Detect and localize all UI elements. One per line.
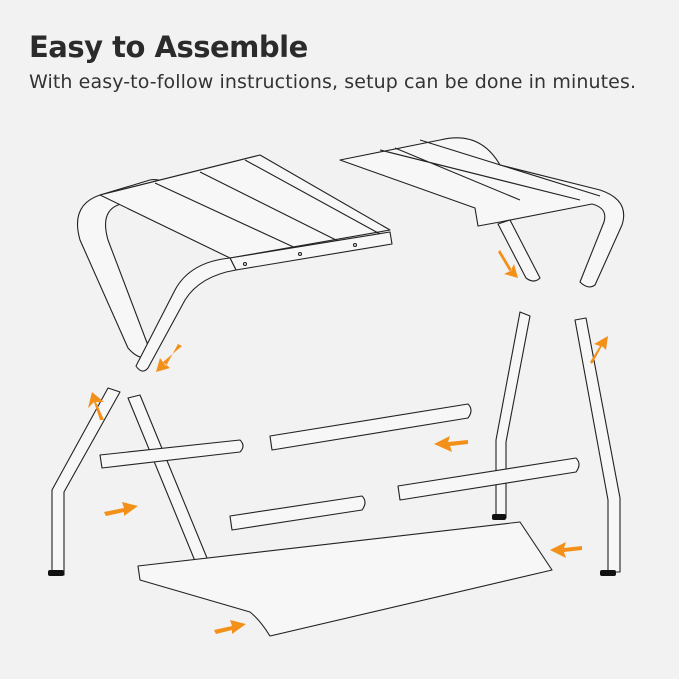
arrow-icon	[434, 436, 468, 452]
arrow-icon	[88, 392, 104, 420]
arrow-icon	[590, 336, 608, 364]
top-frame-right	[339, 137, 625, 288]
page-title: Easy to Assemble	[29, 30, 308, 64]
arrow-icon	[156, 344, 182, 372]
bottom-shelf	[137, 521, 553, 637]
leg-frame-left	[48, 387, 244, 579]
leg-frame-right	[492, 311, 621, 576]
arrow-icon	[214, 620, 246, 634]
direction-arrows	[88, 250, 608, 634]
top-frame-left	[76, 154, 393, 372]
arrow-icon	[498, 250, 518, 278]
crossbars	[229, 403, 580, 531]
page-subtitle: With easy-to-follow instructions, setup …	[29, 71, 637, 93]
arrow-icon	[550, 542, 582, 558]
arrow-icon	[104, 502, 138, 516]
